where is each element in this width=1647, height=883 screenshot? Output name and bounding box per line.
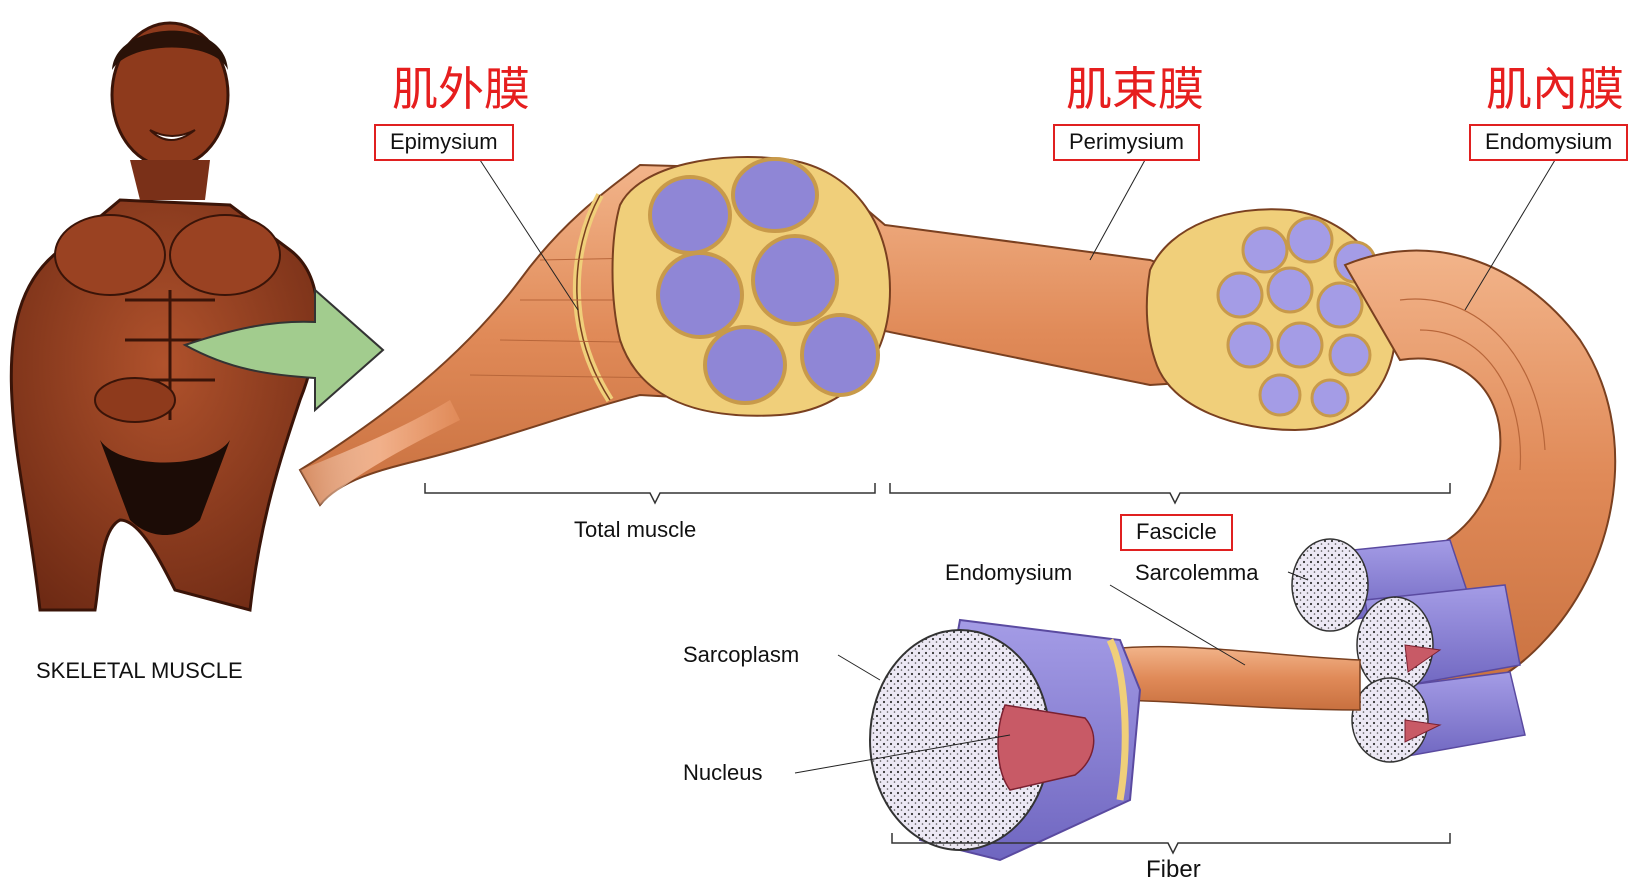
fascicle-cross-section	[1147, 209, 1396, 430]
label-perimysium: Perimysium	[1053, 124, 1200, 161]
label-skeletal-muscle: SKELETAL MUSCLE	[36, 660, 243, 682]
label-fiber: Fiber	[1146, 858, 1201, 882]
label-sarcolemma: Sarcolemma	[1135, 562, 1258, 584]
title-endomysium-cn: 肌內膜	[1486, 66, 1624, 112]
label-nucleus: Nucleus	[683, 762, 762, 784]
brace-fascicle	[890, 483, 1450, 503]
brace-total-muscle	[425, 483, 875, 503]
muscle-cross-section	[613, 157, 891, 416]
label-fascicle: Fascicle	[1120, 514, 1233, 551]
leader-perimysium	[1090, 160, 1145, 260]
muscle-fiber-large	[870, 620, 1140, 860]
label-endomysium-top: Endomysium	[1469, 124, 1628, 161]
leader-sarcoplasm	[838, 655, 880, 680]
label-total-muscle: Total muscle	[574, 519, 696, 541]
title-perimysium-cn: 肌束膜	[1066, 66, 1204, 112]
label-sarcoplasm: Sarcoplasm	[683, 644, 799, 666]
label-endomysium-lower: Endomysium	[945, 562, 1072, 584]
label-epimysium: Epimysium	[374, 124, 514, 161]
bodybuilder-illustration	[11, 23, 317, 610]
title-epimysium-cn: 肌外膜	[392, 66, 530, 112]
